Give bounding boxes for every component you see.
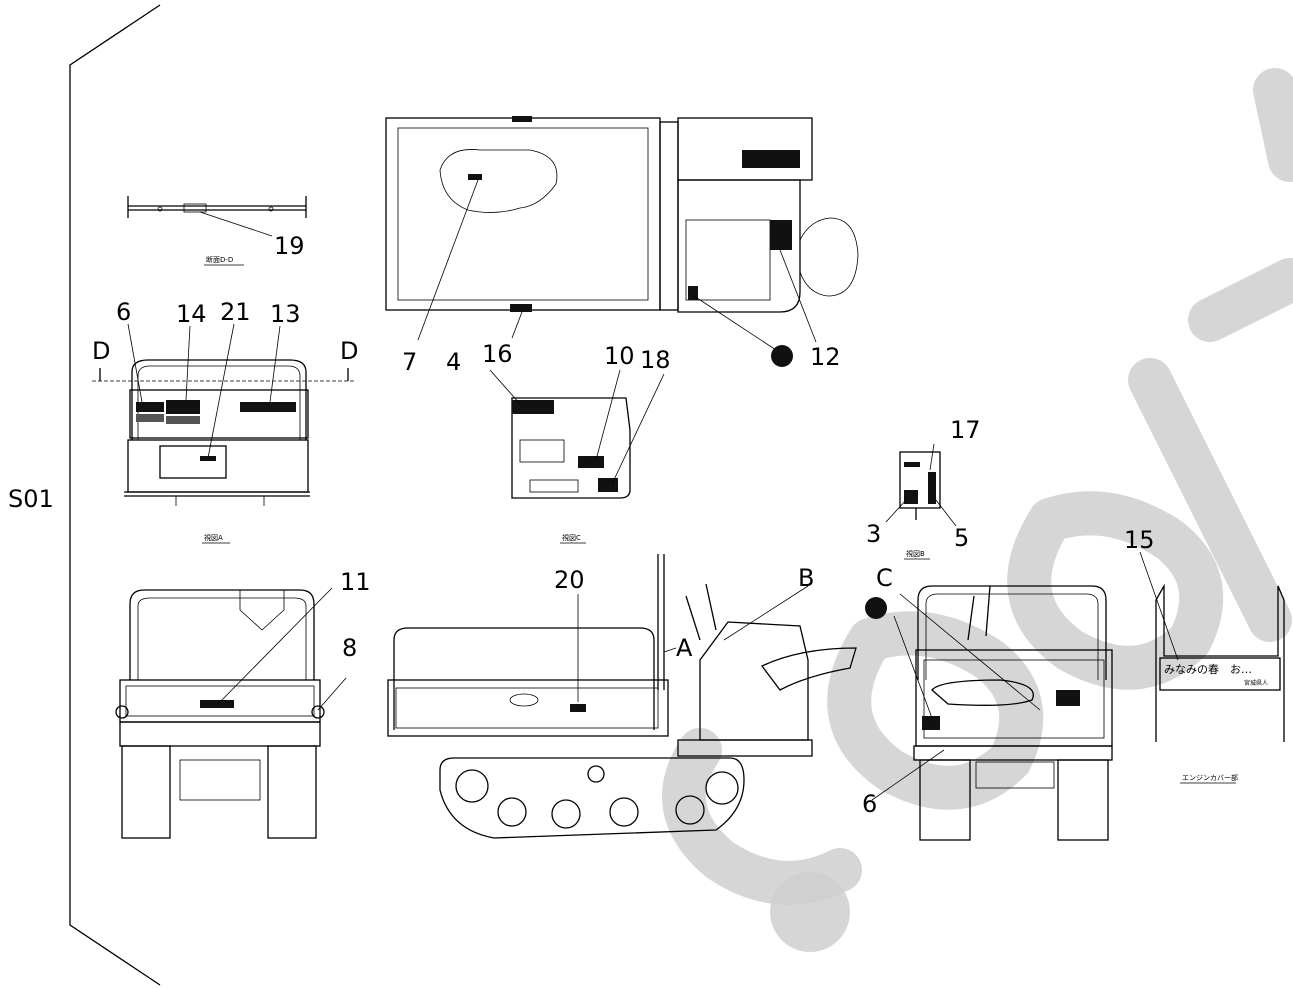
- callout-19: 19: [274, 232, 305, 260]
- callout-11: 11: [340, 568, 371, 596]
- callout-5: 5: [954, 524, 969, 552]
- callout-6-bottom: 6: [862, 790, 877, 818]
- caption-view-a: 視図A: [204, 533, 223, 542]
- view-mark-c: C: [876, 564, 893, 592]
- callout-4: 4: [446, 348, 461, 376]
- caption-engine-cover: エンジンカバー部: [1182, 773, 1238, 782]
- top-plan-view: [385, 116, 859, 351]
- section-mark-d-right: D: [340, 337, 358, 365]
- front-view: [871, 585, 1113, 841]
- callout-15: 15: [1124, 526, 1155, 554]
- callout-14: 14: [176, 300, 207, 328]
- caption-section-dd: 断面D-D: [206, 255, 233, 264]
- callout-10: 10: [604, 342, 635, 370]
- callout-18: 18: [640, 346, 671, 374]
- callout-8: 8: [342, 634, 357, 662]
- caption-view-c: 視図C: [562, 533, 581, 542]
- engine-cover-main-text: みなみの春 お…: [1164, 663, 1252, 676]
- callout-6-top: 6: [116, 298, 131, 326]
- section-mark-d-left: D: [92, 337, 110, 365]
- callout-7: 7: [402, 348, 417, 376]
- side-view: [387, 554, 857, 839]
- callout-21: 21: [220, 298, 251, 326]
- callout-17: 17: [950, 416, 981, 444]
- sheet-id: S01: [8, 485, 54, 513]
- caption-view-b: 視図B: [906, 549, 925, 558]
- callout-12: 12: [810, 343, 841, 371]
- callout-13: 13: [270, 300, 301, 328]
- watermark: [662, 68, 1293, 952]
- callout-16: 16: [482, 340, 513, 368]
- view-c: [489, 369, 665, 499]
- callout-20: 20: [554, 566, 585, 594]
- view-mark-a: A: [676, 634, 693, 662]
- view-mark-b: B: [798, 564, 814, 592]
- marker-dot-plan: [771, 345, 793, 367]
- view-a: [92, 359, 356, 506]
- engine-cover-sub-text: 宮城県人: [1244, 679, 1268, 687]
- sheet-border: [69, 4, 161, 986]
- view-b: [885, 443, 957, 527]
- section-dd-view: [127, 196, 307, 237]
- rear-view: [115, 587, 347, 839]
- engine-cover-panel: [1139, 551, 1285, 742]
- marker-dot-front: [865, 597, 887, 619]
- callout-3: 3: [866, 520, 881, 548]
